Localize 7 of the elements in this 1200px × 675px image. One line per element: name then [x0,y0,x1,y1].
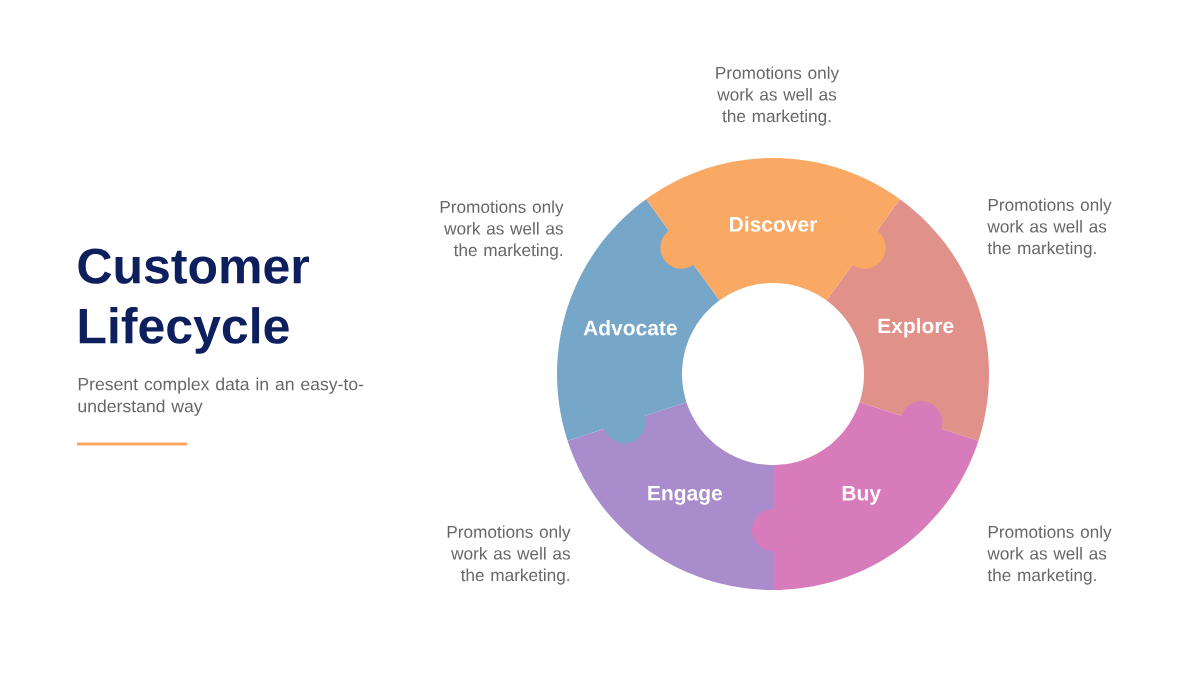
callout-text: Promotions only work as well as the marketing. [716,66,840,126]
subtitle: Present complex data in an easy-to-understand way [78,377,364,416]
callout-text: Promotions only work as well as the marketing. [987,525,1112,585]
puzzle-segment: Buy [752,401,979,590]
puzzle-segment: Discover [646,158,900,301]
title: Customer Lifecycle [78,248,309,354]
callout-text: Promotions only work as well as the marketing. [987,198,1112,258]
